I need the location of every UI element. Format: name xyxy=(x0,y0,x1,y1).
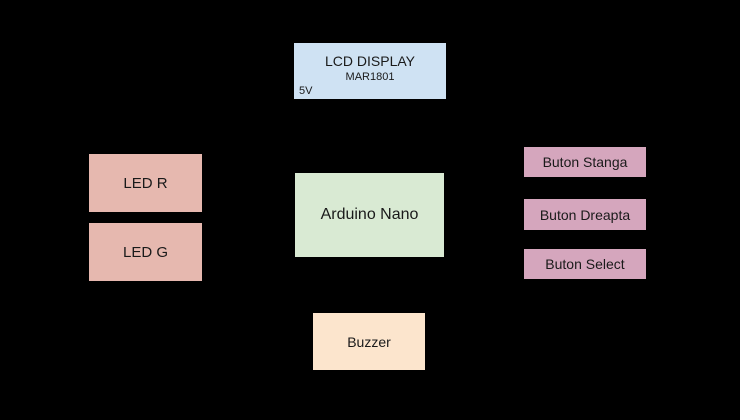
led-g-block: LED G xyxy=(88,222,203,282)
led-g-label: LED G xyxy=(122,243,168,261)
lcd-display-block: LCD DISPLAY MAR1801 5V xyxy=(293,42,447,100)
arduino-nano-label: Arduino Nano xyxy=(320,206,419,223)
lcd-display-title: LCD DISPLAY xyxy=(325,53,415,69)
lcd-display-model: MAR1801 xyxy=(345,71,395,83)
buton-dreapta-label: Buton Dreapta xyxy=(539,206,631,223)
buton-stanga-block: Buton Stanga xyxy=(523,146,647,178)
lcd-voltage-label: 5V xyxy=(299,85,313,97)
buton-dreapta-block: Buton Dreapta xyxy=(523,198,647,231)
buton-select-label: Buton Select xyxy=(545,256,625,272)
led-r-block: LED R xyxy=(88,153,203,213)
led-r-label: LED R xyxy=(123,174,168,192)
arduino-nano-block: Arduino Nano xyxy=(294,172,445,258)
buzzer-label: Buzzer xyxy=(347,333,391,350)
buton-stanga-label: Buton Stanga xyxy=(542,154,628,170)
buzzer-block: Buzzer xyxy=(312,312,426,371)
buton-select-block: Buton Select xyxy=(523,248,647,280)
